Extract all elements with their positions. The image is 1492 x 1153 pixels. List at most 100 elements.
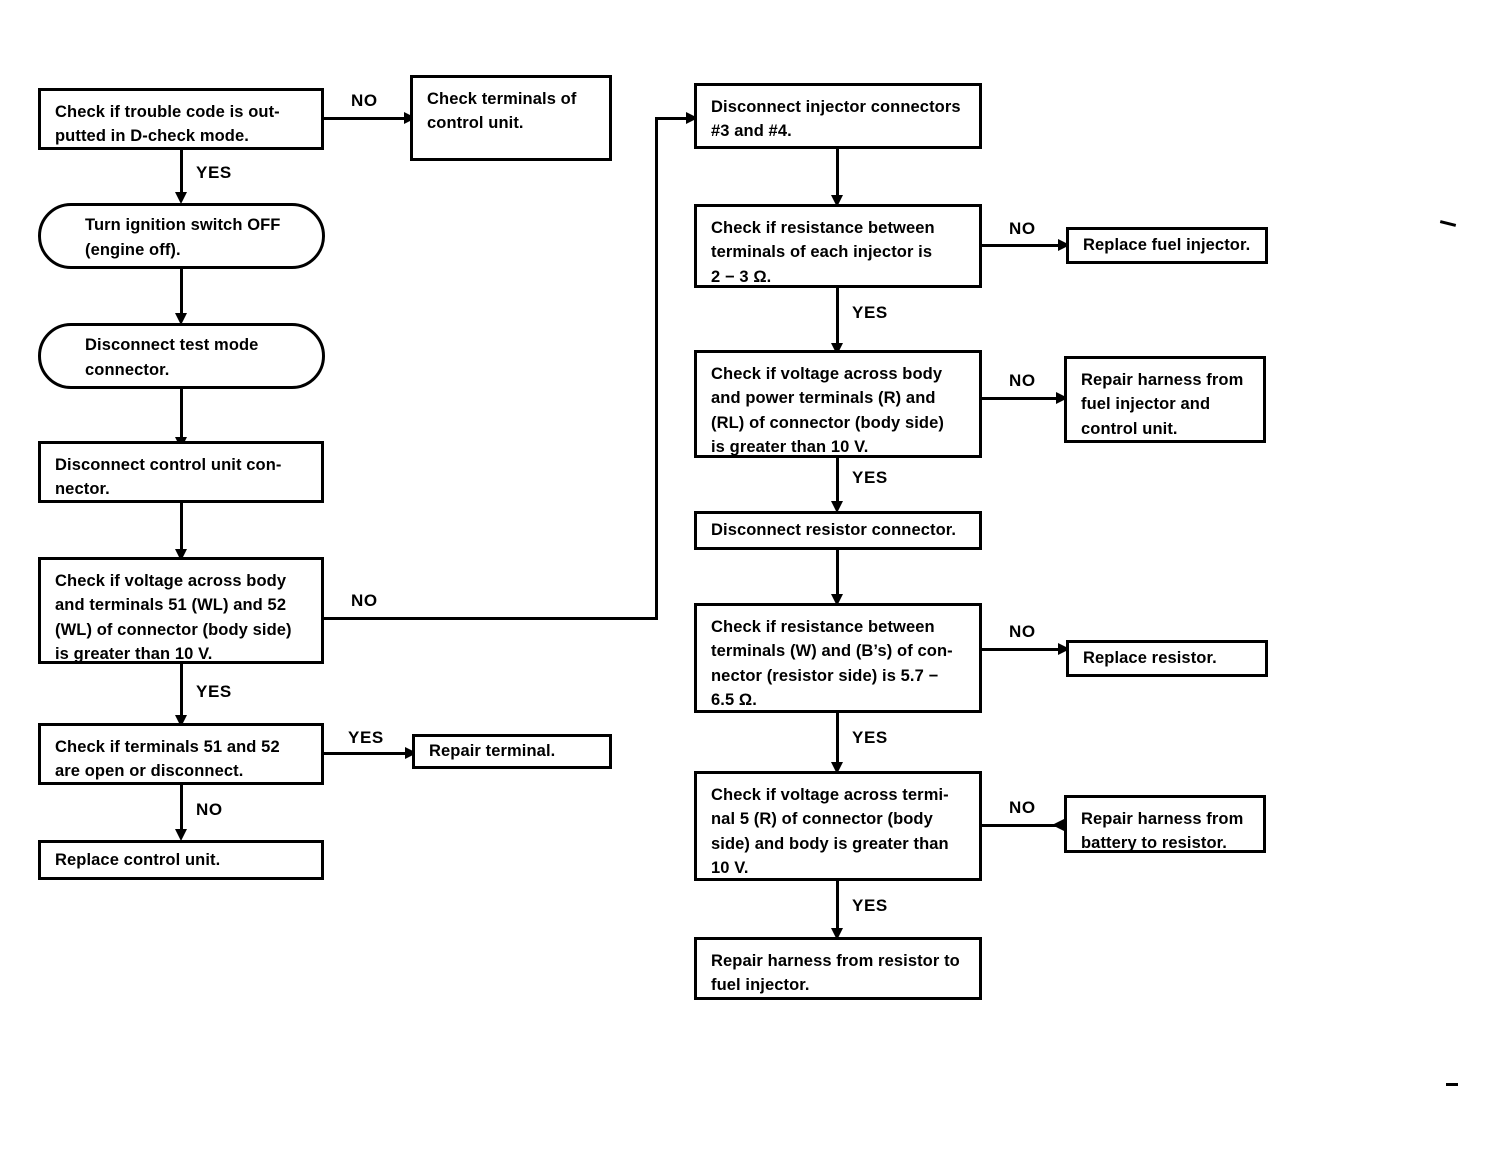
node-line: Replace control unit. <box>55 850 221 869</box>
node-line: 10 V. <box>711 859 749 878</box>
node-line: is greater than 10 V. <box>55 645 213 664</box>
node-repair-harness-battery-resistor[interactable]: Repair harness from battery to resistor. <box>1064 795 1266 853</box>
node-line: (WL) of connector (body side) <box>55 620 292 639</box>
edge-injector-resistance-no <box>982 244 1068 247</box>
label-trouble-code-no: NO <box>351 91 378 110</box>
node-line: Disconnect control unit con- <box>55 456 282 474</box>
node-line: and terminals 51 (WL) and 52 <box>55 596 287 615</box>
node-line: #3 and #4. <box>711 122 792 141</box>
node-check-voltage-terminal-5[interactable]: Check if voltage across termi- nal 5 (R)… <box>694 771 982 881</box>
node-repair-harness-resistor-injector[interactable]: Repair harness from resistor to fuel inj… <box>694 937 982 1000</box>
node-line: battery to resistor. <box>1081 834 1227 853</box>
label-injector-resistance-no: NO <box>1009 219 1036 238</box>
node-line: 6.5 Ω. <box>711 691 757 710</box>
label-voltage-r-rl-no: NO <box>1009 371 1036 390</box>
node-check-voltage-r-rl[interactable]: Check if voltage across body and power t… <box>694 350 982 458</box>
node-line: Check if resistance between <box>711 618 935 636</box>
node-line: terminals (W) and (B’s) of con- <box>711 642 953 661</box>
edge-trouble-code-yes <box>180 150 183 196</box>
node-disconnect-resistor-connector[interactable]: Disconnect resistor connector. <box>694 511 982 550</box>
edge-terminals-open-no <box>180 785 183 833</box>
edge-injector-resistance-yes <box>836 288 839 348</box>
node-line: Disconnect test mode <box>85 336 259 355</box>
node-disconnect-test-mode-connector[interactable]: Disconnect test mode connector. <box>38 323 325 389</box>
node-line: connector. <box>85 360 170 379</box>
node-check-trouble-code[interactable]: Check if trouble code is out- putted in … <box>38 88 324 150</box>
node-repair-terminal[interactable]: Repair terminal. <box>412 734 612 769</box>
node-line: putted in D-check mode. <box>55 127 249 146</box>
node-line: terminals of each injector is <box>711 243 933 262</box>
edge-voltage51-no-horizontal <box>324 617 658 620</box>
arrow-trouble-code-yes <box>175 192 187 204</box>
node-line: Repair harness from resistor to <box>711 952 960 970</box>
label-voltage-r-rl-yes: YES <box>852 468 888 487</box>
node-line: nal 5 (R) of connector (body <box>711 810 933 829</box>
node-line: Disconnect resistor connector. <box>711 521 957 540</box>
node-line: nector. <box>55 480 110 499</box>
edge-resistor-resistance-yes <box>836 713 839 767</box>
node-line: Repair harness from <box>1081 371 1244 389</box>
node-replace-control-unit[interactable]: Replace control unit. <box>38 840 324 880</box>
page-tick-mark-top <box>1439 220 1457 227</box>
edge-voltage51-no-into-injector <box>655 117 695 120</box>
edge-voltage-terminal5-yes <box>836 881 839 933</box>
edge-resistor-resistance-no <box>982 648 1068 651</box>
edge-voltage51-yes <box>180 664 183 720</box>
label-voltage51-yes: YES <box>196 682 232 701</box>
label-terminals-open-yes: YES <box>348 728 384 747</box>
node-line: fuel injector and <box>1081 395 1211 414</box>
node-line: Repair terminal. <box>429 742 556 761</box>
label-voltage51-no: NO <box>351 591 378 610</box>
label-resistor-resistance-yes: YES <box>852 728 888 747</box>
node-disconnect-control-unit-connector[interactable]: Disconnect control unit con- nector. <box>38 441 324 503</box>
edge-terminals-open-yes <box>324 752 414 755</box>
node-line: Disconnect injector connectors <box>711 98 961 116</box>
page-tick-mark-bottom <box>1446 1083 1458 1086</box>
node-line: are open or disconnect. <box>55 762 244 781</box>
edge-injector-to-resistance <box>836 149 839 199</box>
node-line: Check if voltage across body <box>55 572 287 590</box>
node-repair-harness-injector-control[interactable]: Repair harness from fuel injector and co… <box>1064 356 1266 443</box>
node-line: Check if voltage across termi- <box>711 786 949 804</box>
arrow-ignition-to-testmode <box>175 313 187 325</box>
node-line: Replace fuel injector. <box>1083 236 1251 255</box>
node-check-voltage-51-52[interactable]: Check if voltage across body and termina… <box>38 557 324 664</box>
label-terminals-open-no: NO <box>196 800 223 819</box>
arrow-terminals-open-no <box>175 829 187 841</box>
node-check-terminals-control-unit[interactable]: Check terminals of control unit. <box>410 75 612 161</box>
node-line: nector (resistor side) is 5.7 − <box>711 666 939 685</box>
edge-resistor-connector-to-resistance <box>836 550 839 600</box>
node-check-injector-resistance[interactable]: Check if resistance between terminals of… <box>694 204 982 288</box>
edge-ignition-to-testmode <box>180 269 183 317</box>
node-check-terminals-open[interactable]: Check if terminals 51 and 52 are open or… <box>38 723 324 785</box>
node-line: Replace resistor. <box>1083 649 1217 668</box>
node-line: Check if terminals 51 and 52 <box>55 738 280 756</box>
node-replace-resistor[interactable]: Replace resistor. <box>1066 640 1268 677</box>
node-line: (engine off). <box>85 240 181 259</box>
label-trouble-code-yes: YES <box>196 163 232 182</box>
node-line: Turn ignition switch OFF <box>85 216 281 235</box>
node-line: fuel injector. <box>711 976 810 995</box>
edge-voltage-r-rl-yes <box>836 458 839 508</box>
edge-voltage-terminal5-no <box>982 824 1066 827</box>
edge-controlunit-to-voltage <box>180 503 183 557</box>
node-line: control unit. <box>427 114 524 133</box>
label-resistor-resistance-no: NO <box>1009 622 1036 641</box>
node-line: side) and body is greater than <box>711 834 949 853</box>
edge-trouble-code-no <box>324 117 412 120</box>
label-voltage-terminal5-yes: YES <box>852 896 888 915</box>
edge-voltage-r-rl-no <box>982 397 1066 400</box>
node-line: and power terminals (R) and <box>711 389 936 408</box>
node-check-resistor-resistance[interactable]: Check if resistance between terminals (W… <box>694 603 982 713</box>
node-disconnect-injector-connectors[interactable]: Disconnect injector connectors #3 and #4… <box>694 83 982 149</box>
node-line: (RL) of connector (body side) <box>711 413 944 432</box>
label-voltage-terminal5-no: NO <box>1009 798 1036 817</box>
edge-voltage51-no-vertical <box>655 117 658 620</box>
node-line: Check if resistance between <box>711 219 935 237</box>
node-turn-ignition-off[interactable]: Turn ignition switch OFF (engine off). <box>38 203 325 269</box>
node-line: 2 − 3 Ω. <box>711 267 772 286</box>
node-line: control unit. <box>1081 419 1178 438</box>
node-replace-fuel-injector[interactable]: Replace fuel injector. <box>1066 227 1268 264</box>
arrow-voltage-terminal5-no <box>1052 819 1064 831</box>
